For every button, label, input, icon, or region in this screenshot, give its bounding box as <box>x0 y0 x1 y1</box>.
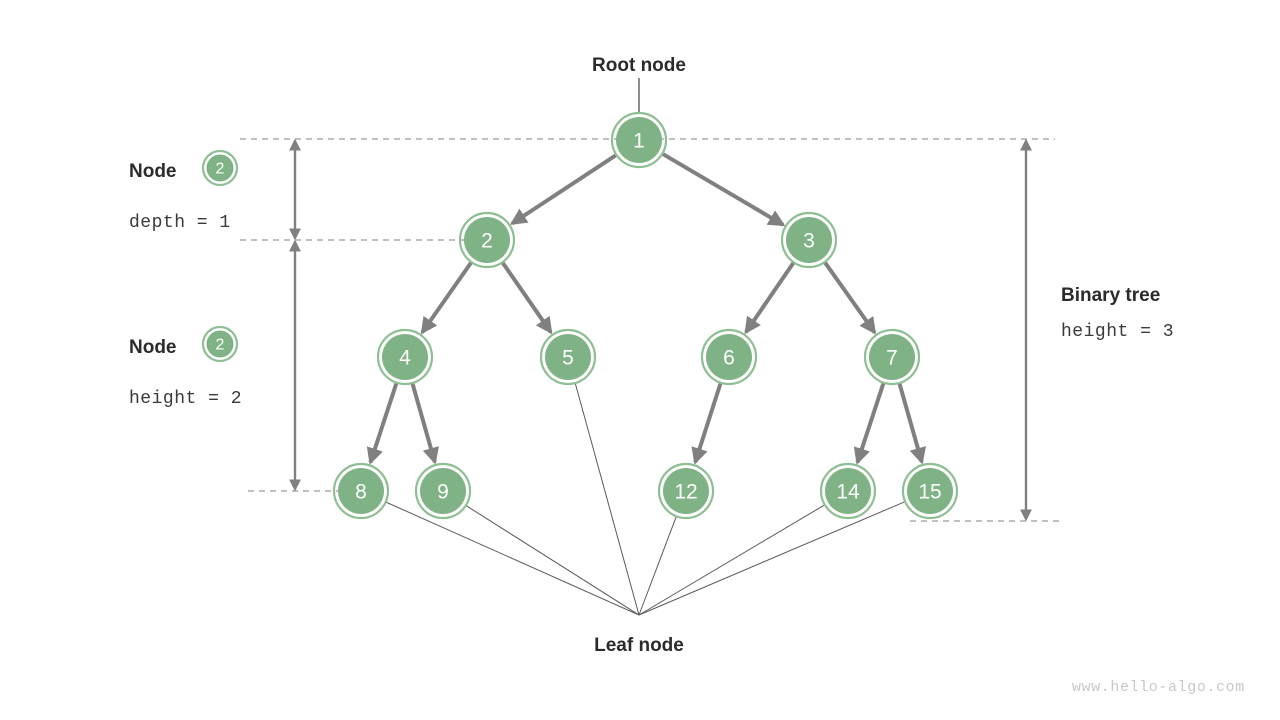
annotation-node-height: Node 2 height = 2 <box>129 325 242 409</box>
node-ring <box>657 462 715 520</box>
node-value: 7 <box>886 347 898 370</box>
node-fill <box>869 334 915 380</box>
tree-node-6[interactable]: 6 <box>700 328 758 386</box>
tree-edge-n3-n7 <box>823 261 877 335</box>
annotation-tree-detail: height = 3 <box>1061 322 1174 342</box>
tree-node-5[interactable]: 5 <box>539 328 597 386</box>
tree-edge-n1-n3 <box>662 152 786 227</box>
node-ring <box>376 328 434 386</box>
annotation-tree-title: Binary tree <box>1061 285 1160 306</box>
node-ring <box>819 462 877 520</box>
tree-edge-n3-n6 <box>744 261 795 335</box>
node-fill <box>420 468 466 514</box>
node-ring <box>458 211 516 269</box>
node-fill <box>786 217 832 263</box>
annotation-depth-detail: depth = 1 <box>129 213 231 233</box>
leaf-pointer-line-n9 <box>465 504 640 616</box>
watermark-text: www.hello-algo.com <box>1072 679 1245 696</box>
node-fill <box>616 117 662 163</box>
node-ring <box>780 211 838 269</box>
tree-edge-n6-n12 <box>691 383 723 465</box>
node-value: 1 <box>633 130 645 153</box>
node-value: 6 <box>723 347 735 370</box>
tree-edge-n4-n8 <box>366 382 399 465</box>
dimension-arrows <box>289 138 1032 522</box>
node-ring <box>901 462 959 520</box>
node-fill <box>825 468 871 514</box>
tree-edge-n7-n14 <box>853 382 886 465</box>
node-value: 14 <box>836 481 860 504</box>
node-ring <box>414 462 472 520</box>
node-fill <box>338 468 384 514</box>
annotation-height-badge-ring <box>201 325 239 363</box>
node-value: 5 <box>562 347 574 370</box>
root-node-label: Root node <box>592 55 686 76</box>
annotation-depth-badge-value: 2 <box>216 161 225 178</box>
leaf-node-label: Leaf node <box>594 635 684 656</box>
node-ring <box>610 111 668 169</box>
node-fill <box>907 468 953 514</box>
tree-node-2[interactable]: 2 <box>458 211 516 269</box>
node-fill <box>545 334 591 380</box>
node-ring <box>700 328 758 386</box>
node-ring <box>332 462 390 520</box>
tree-node-1[interactable]: 1 <box>610 111 668 169</box>
annotation-depth-badge-ring <box>201 149 239 187</box>
tree-node-8[interactable]: 8 <box>332 462 390 520</box>
leaf-pointer-line-n5 <box>574 382 640 616</box>
annotation-binary-tree-height: Binary tree height = 3 <box>1061 285 1174 342</box>
node-ring <box>863 328 921 386</box>
tree-node-4[interactable]: 4 <box>376 328 434 386</box>
node-value: 3 <box>803 230 815 253</box>
leaf-pointer-line-n12 <box>638 516 677 616</box>
node-value: 15 <box>918 481 941 504</box>
tree-node-12[interactable]: 12 <box>657 462 715 520</box>
tree-node-7[interactable]: 7 <box>863 328 921 386</box>
tree-edge-n2-n5 <box>501 261 553 335</box>
annotation-height-title: Node <box>129 337 177 358</box>
tree-node-15[interactable]: 15 <box>901 462 959 520</box>
node-value: 8 <box>355 481 367 504</box>
tree-node-14[interactable]: 14 <box>819 462 877 520</box>
node-fill <box>464 217 510 263</box>
node-value: 4 <box>399 347 411 370</box>
tree-edge-n4-n9 <box>410 383 439 465</box>
node-value: 12 <box>674 481 697 504</box>
tree-edges <box>366 152 926 465</box>
annotation-height-badge-value: 2 <box>216 337 225 354</box>
node-value: 9 <box>437 481 449 504</box>
annotation-height-detail: height = 2 <box>129 389 242 409</box>
tree-node-9[interactable]: 9 <box>414 462 472 520</box>
tree-edge-n2-n4 <box>420 261 473 335</box>
node-fill <box>706 334 752 380</box>
tree-edge-n1-n2 <box>509 153 617 226</box>
leaf-pointer-lines <box>385 382 906 616</box>
leaf-pointer-line-n8 <box>385 501 640 616</box>
leaf-pointer-line-n15 <box>638 501 906 616</box>
tree-edge-n7-n15 <box>897 383 926 465</box>
annotation-depth-title: Node <box>129 161 177 182</box>
annotation-depth-badge-fill <box>206 154 234 182</box>
annotation-height-badge-fill <box>206 330 234 358</box>
node-fill <box>382 334 428 380</box>
leaf-pointer-line-n14 <box>638 504 826 616</box>
node-value: 2 <box>481 230 493 253</box>
tree-node-3[interactable]: 3 <box>780 211 838 269</box>
node-fill <box>663 468 709 514</box>
annotation-node-depth: Node 2 depth = 1 <box>129 149 239 233</box>
node-ring <box>539 328 597 386</box>
